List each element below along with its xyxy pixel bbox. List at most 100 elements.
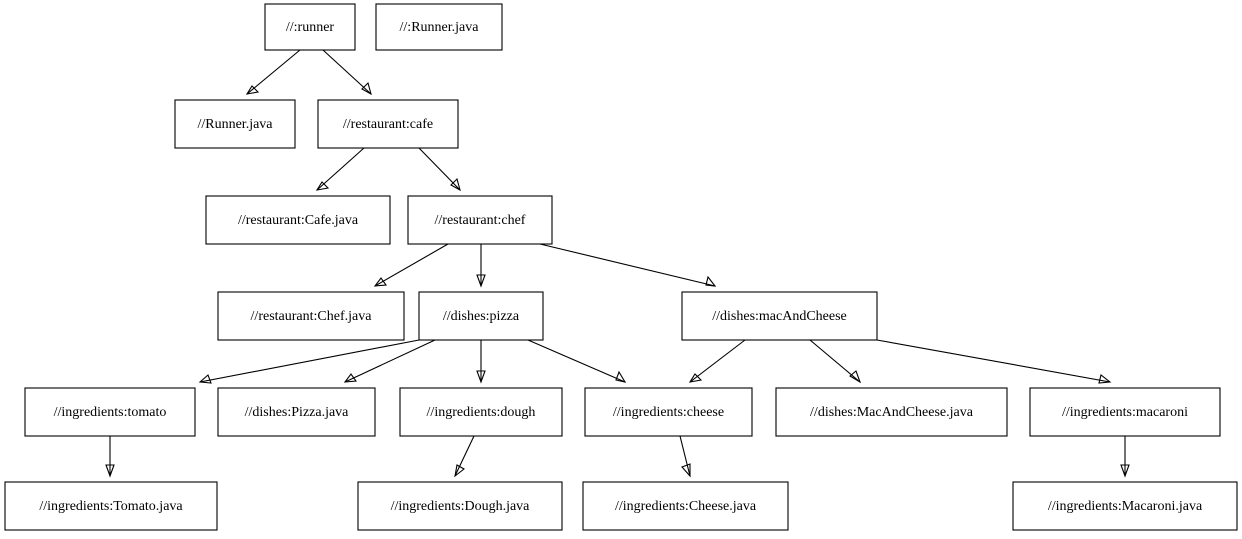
node-label: //ingredients:dough	[427, 405, 536, 420]
graph-edge-tomato-to-tomato_java	[105, 436, 115, 478]
node-label: //dishes:macAndCheese	[712, 309, 847, 324]
node-box	[775, 387, 1008, 437]
node-box	[205, 195, 391, 245]
edge-arrowhead	[361, 81, 372, 96]
edge-line	[246, 49, 301, 95]
node-label: //ingredients:cheese	[613, 405, 724, 420]
node-label: //ingredients:tomato	[54, 405, 167, 420]
graph-edge-macandcheese-to-macandcheese_java	[809, 339, 862, 384]
graph-edge-pizza-to-pizza_java	[343, 339, 436, 383]
node-label: //restaurant:chef	[435, 213, 526, 228]
node-box	[317, 99, 459, 149]
graph-edge-runner-to-runner_java	[245, 49, 301, 95]
graph-edge-macandcheese-to-cheese	[688, 339, 746, 383]
edge-arrowhead	[198, 374, 212, 384]
graph-edge-macaroni-to-macaroni_java	[1120, 436, 1130, 478]
edge-arrowhead	[1120, 464, 1130, 478]
node-label: //ingredients:Cheese.java	[615, 499, 757, 514]
edge-line	[527, 339, 626, 383]
graph-node-dough[interactable]: //ingredients:dough	[399, 387, 563, 437]
graph-edge-chef-to-macandcheese	[539, 243, 717, 287]
graph-node-pizza_java[interactable]: //dishes:Pizza.java	[217, 387, 376, 437]
graph-node-chef[interactable]: //restaurant:chef	[407, 195, 553, 245]
graph-edge-dough-to-dough_java	[454, 435, 475, 478]
edge-arrowhead	[343, 373, 358, 383]
graph-node-cheese_java[interactable]: //ingredients:Cheese.java	[582, 481, 789, 531]
graph-node-runner_java_root[interactable]: //:Runner.java	[375, 3, 503, 51]
node-box	[357, 481, 563, 531]
edge-line	[876, 339, 1111, 383]
node-label: //restaurant:Cafe.java	[238, 213, 359, 228]
node-box	[217, 387, 376, 437]
edge-arrowhead	[315, 181, 330, 191]
node-box	[174, 99, 296, 149]
node-label: //dishes:Pizza.java	[245, 405, 350, 420]
graph-node-cheese[interactable]: //ingredients:cheese	[584, 387, 753, 437]
graph-edge-pizza-to-cheese	[527, 339, 627, 383]
node-label: //ingredients:Tomato.java	[39, 499, 183, 514]
edge-line	[679, 435, 691, 477]
edge-line	[809, 339, 861, 383]
graph-node-macaroni_java[interactable]: //ingredients:Macaroni.java	[1012, 481, 1238, 531]
edge-arrowhead	[373, 277, 388, 287]
node-box	[217, 291, 405, 341]
edge-line	[418, 147, 461, 191]
node-label: //:Runner.java	[400, 20, 480, 35]
edges-layer	[105, 49, 1130, 478]
node-box	[407, 195, 553, 245]
graph-edge-chef-to-chef_java	[373, 243, 449, 287]
node-label: //ingredients:Dough.java	[391, 499, 531, 514]
edge-arrowhead	[454, 464, 465, 478]
node-box	[681, 291, 878, 341]
edge-line	[374, 243, 449, 287]
graph-node-pizza[interactable]: //dishes:pizza	[418, 291, 544, 341]
edge-arrowhead	[1098, 374, 1112, 384]
node-label: //dishes:pizza	[443, 309, 520, 324]
edge-arrowhead	[450, 177, 461, 192]
edge-arrowhead	[615, 370, 627, 383]
graph-node-macandcheese[interactable]: //dishes:macAndCheese	[681, 291, 878, 341]
node-box	[399, 387, 563, 437]
graph-node-macaroni[interactable]: //ingredients:macaroni	[1029, 387, 1221, 437]
node-box	[24, 387, 196, 437]
graph-node-tomato_java[interactable]: //ingredients:Tomato.java	[4, 481, 218, 531]
node-box	[4, 481, 218, 531]
edge-line	[689, 339, 746, 383]
graph-node-chef_java[interactable]: //restaurant:Chef.java	[217, 291, 405, 341]
graph-node-cafe[interactable]: //restaurant:cafe	[317, 99, 459, 149]
edge-arrowhead	[245, 85, 260, 95]
graph-edge-pizza-to-tomato	[198, 339, 420, 384]
edge-arrowhead	[105, 464, 115, 478]
node-label: //ingredients:macaroni	[1062, 405, 1188, 420]
graph-node-cafe_java[interactable]: //restaurant:Cafe.java	[205, 195, 391, 245]
graph-edge-cheese-to-cheese_java	[679, 435, 691, 478]
graph-node-runner[interactable]: //:runner	[264, 3, 356, 51]
edge-arrowhead	[688, 373, 703, 383]
graph-edge-chef-to-pizza	[476, 244, 486, 288]
edge-arrowhead	[849, 370, 862, 384]
node-box	[584, 387, 753, 437]
graph-edge-macandcheese-to-macaroni	[876, 339, 1112, 384]
edge-line	[539, 243, 716, 287]
graph-node-runner_java[interactable]: //Runner.java	[174, 99, 296, 149]
graph-node-tomato[interactable]: //ingredients:tomato	[24, 387, 196, 437]
edge-line	[199, 339, 420, 383]
graph-node-dough_java[interactable]: //ingredients:Dough.java	[357, 481, 563, 531]
edge-arrowhead	[476, 370, 486, 384]
nodes-layer: //:runner //:Runner.java //Runner.java //re…	[4, 3, 1238, 531]
node-box	[375, 3, 503, 51]
graph-node-macandcheese_java[interactable]: //dishes:MacAndCheese.java	[775, 387, 1008, 437]
node-box	[1029, 387, 1221, 437]
node-box	[264, 3, 356, 51]
node-box	[418, 291, 544, 341]
edge-arrowhead	[476, 274, 486, 288]
edge-line	[344, 339, 436, 383]
edge-line	[322, 49, 372, 95]
edge-line	[454, 435, 475, 477]
graph-edge-runner-to-cafe	[322, 49, 372, 96]
edge-arrowhead	[705, 275, 717, 287]
graph-edge-cafe-to-chef	[418, 147, 461, 192]
node-label: //dishes:MacAndCheese.java	[810, 405, 974, 420]
